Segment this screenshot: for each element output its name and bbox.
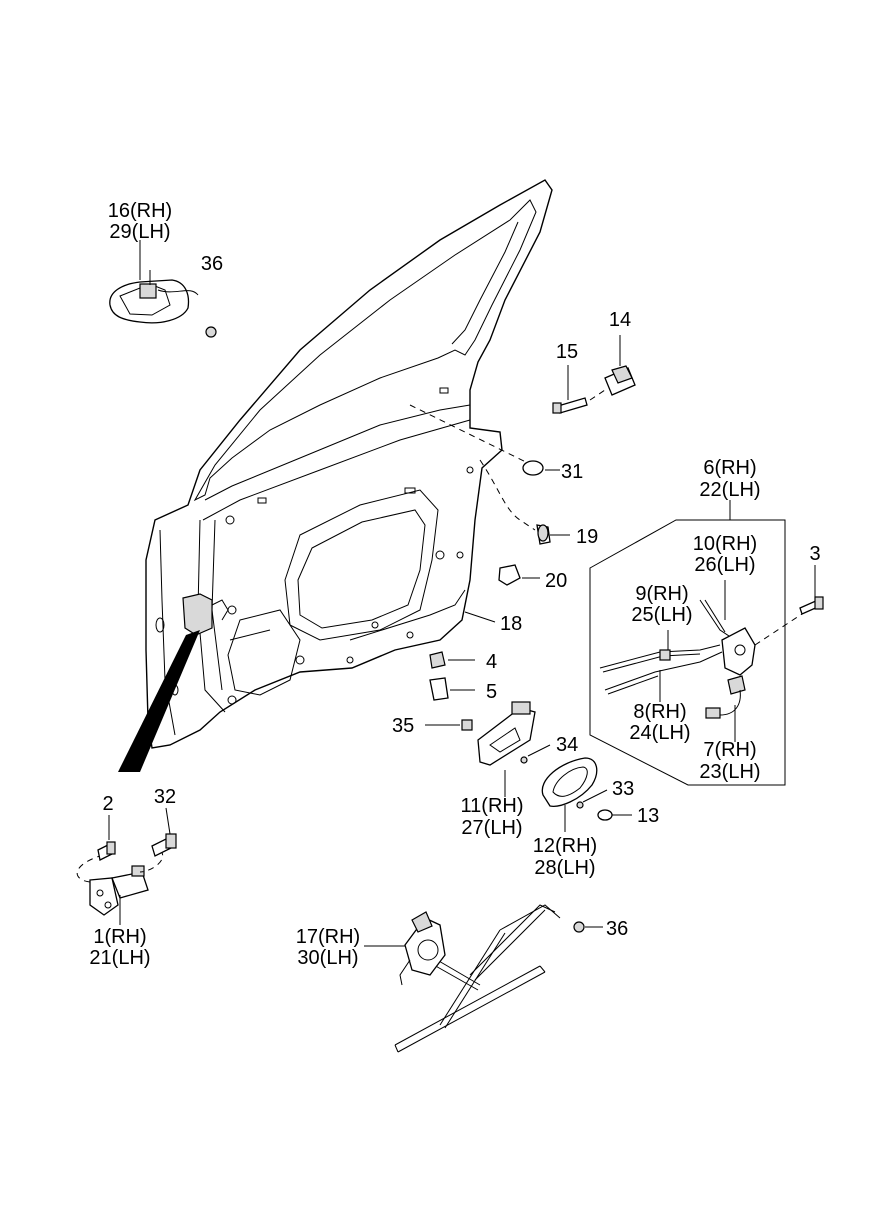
label-6: 6(RH)22(LH) bbox=[699, 457, 760, 501]
label-3: 3 bbox=[809, 543, 820, 565]
label-14: 14 bbox=[609, 309, 631, 331]
label-9: 9(RH)25(LH) bbox=[631, 583, 692, 626]
handle-bezel bbox=[541, 757, 632, 832]
label-20: 20 bbox=[545, 570, 567, 592]
label-10: 10(RH)26(LH) bbox=[693, 533, 757, 576]
label-18: 18 bbox=[500, 613, 522, 635]
hinge-assembly bbox=[76, 807, 177, 925]
label-32: 32 bbox=[154, 786, 176, 808]
label-36-bottom: 36 bbox=[606, 918, 628, 940]
label-12: 12(RH)28(LH) bbox=[533, 835, 597, 879]
label-15: 15 bbox=[556, 341, 578, 363]
bolt-3 bbox=[799, 565, 824, 615]
label-13: 13 bbox=[637, 805, 659, 827]
label-36-top: 36 bbox=[201, 253, 223, 275]
label-7: 7(RH)23(LH) bbox=[699, 739, 760, 783]
callout-labels: 16(RH)29(LH) 36 14 15 31 19 20 18 4 5 35… bbox=[89, 200, 820, 969]
label-8: 8(RH)24(LH) bbox=[629, 701, 690, 744]
label-4: 4 bbox=[486, 651, 497, 673]
label-31: 31 bbox=[561, 461, 583, 483]
latch-box bbox=[589, 500, 806, 786]
label-11: 11(RH)27(LH) bbox=[461, 795, 524, 839]
label-5: 5 bbox=[486, 681, 497, 703]
label-33: 33 bbox=[612, 778, 634, 800]
label-35: 35 bbox=[392, 715, 414, 737]
plugs-and-grommets bbox=[464, 459, 570, 623]
label-1: 1(RH)21(LH) bbox=[89, 926, 150, 969]
inside-handle-assembly bbox=[425, 701, 551, 797]
clips bbox=[429, 651, 475, 701]
label-17: 17(RH)30(LH) bbox=[296, 926, 360, 969]
door-panel bbox=[118, 179, 553, 772]
label-34: 34 bbox=[556, 734, 578, 756]
label-16: 16(RH)29(LH) bbox=[108, 200, 172, 243]
window-regulator bbox=[364, 904, 603, 1053]
label-19: 19 bbox=[576, 526, 598, 548]
label-2: 2 bbox=[102, 793, 113, 815]
outside-handle-assembly bbox=[109, 240, 217, 338]
door-checker-assembly bbox=[409, 335, 636, 466]
